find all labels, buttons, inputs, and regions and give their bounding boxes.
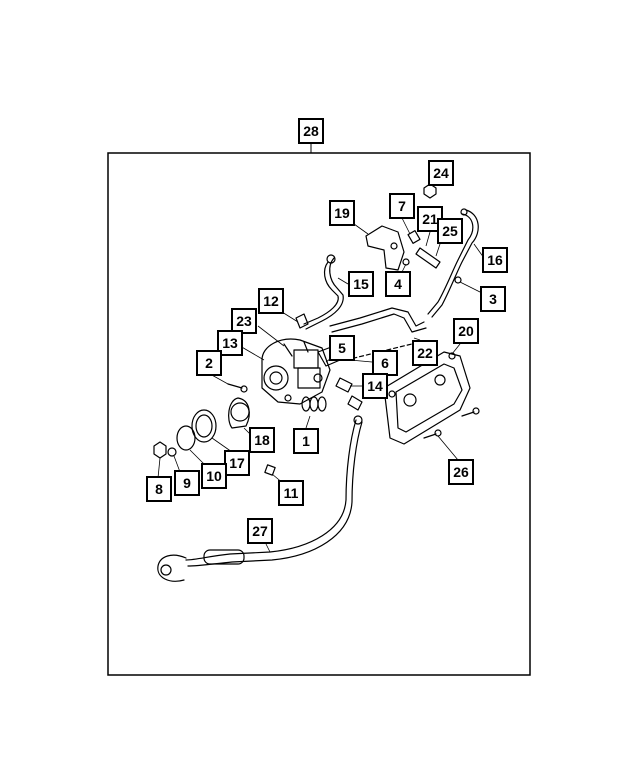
part-22-line: [329, 307, 425, 327]
part-10-oring: [176, 425, 196, 451]
callout-27: 27: [247, 518, 273, 544]
callout-11: 11: [278, 480, 304, 506]
part-18-flange: [228, 397, 250, 429]
callout-3: 3: [480, 286, 506, 312]
callout-14: 14: [362, 373, 388, 399]
callout-17: 17: [224, 450, 250, 476]
callout-22: 22: [412, 340, 438, 366]
part-8-nut: [153, 441, 167, 459]
part-3-seal: [454, 276, 462, 284]
callout-18: 18: [249, 427, 275, 453]
callout-9: 9: [174, 470, 200, 496]
callout-6: 6: [372, 350, 398, 376]
callout-25: 25: [437, 218, 463, 244]
callout-19: 19: [329, 200, 355, 226]
part-14-fitting: [335, 377, 353, 393]
callout-23: 23: [231, 308, 257, 334]
part-24-nut: [423, 183, 437, 199]
callout-16: 16: [482, 247, 508, 273]
part-12-fitting: [295, 313, 309, 329]
assembly-frame: [107, 152, 531, 676]
part-25-sensor: [415, 247, 441, 269]
part-27-hose: [185, 419, 357, 561]
part-16-tube: [427, 213, 474, 315]
part-9-washer: [167, 447, 177, 457]
callout-8: 8: [146, 476, 172, 502]
part-20-bracket: [383, 351, 471, 445]
part-11-key: [264, 464, 276, 476]
part-17-gear: [191, 409, 217, 443]
part-19-bracket: [365, 225, 405, 271]
callout-28: 28: [298, 118, 324, 144]
callout-1: 1: [293, 428, 319, 454]
callout-20: 20: [453, 318, 479, 344]
callout-7: 7: [389, 193, 415, 219]
callout-2: 2: [196, 350, 222, 376]
part-1-seals: [301, 396, 311, 412]
callout-10: 10: [201, 463, 227, 489]
part-2-bolt: [227, 383, 243, 389]
part-26-bolt: [423, 433, 437, 439]
callout-24: 24: [428, 160, 454, 186]
callout-5: 5: [329, 335, 355, 361]
callout-26: 26: [448, 459, 474, 485]
callout-4: 4: [385, 271, 411, 297]
part-15-tube: [303, 261, 339, 325]
callout-12: 12: [258, 288, 284, 314]
callout-15: 15: [348, 271, 374, 297]
